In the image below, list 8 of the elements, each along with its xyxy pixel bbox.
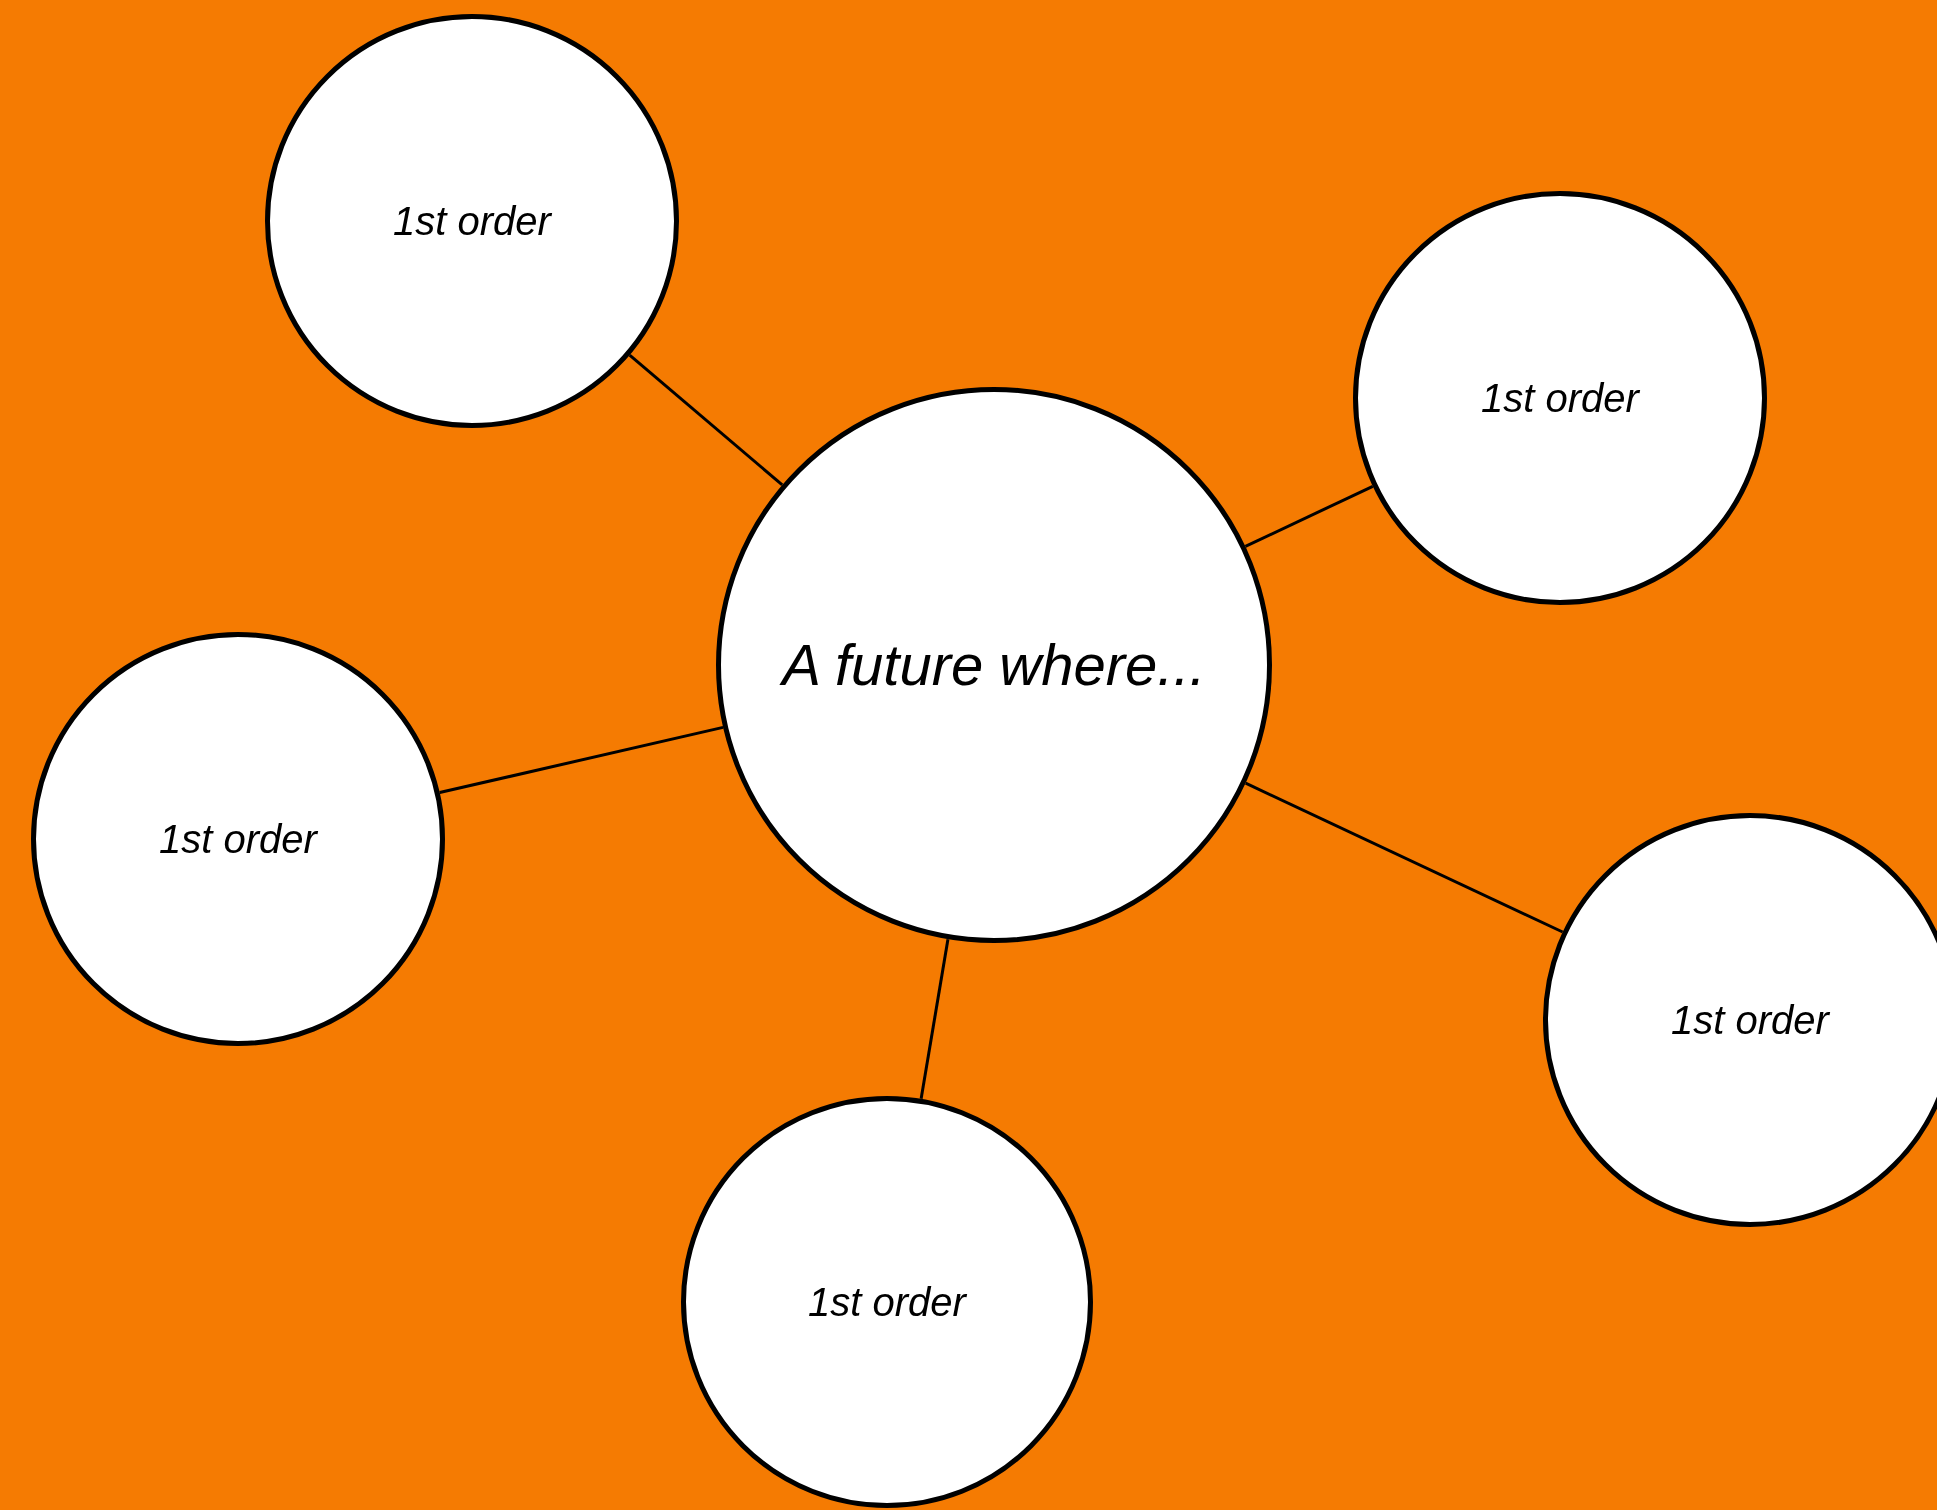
- node-label: 1st order: [808, 1279, 966, 1326]
- node-label: 1st order: [1481, 375, 1639, 422]
- connector-line: [628, 353, 784, 487]
- connector-line: [1245, 781, 1564, 934]
- node-label: 1st order: [1671, 997, 1829, 1044]
- connector-line: [1244, 484, 1374, 548]
- node-label: 1st order: [159, 816, 317, 863]
- node-label: 1st order: [393, 198, 551, 245]
